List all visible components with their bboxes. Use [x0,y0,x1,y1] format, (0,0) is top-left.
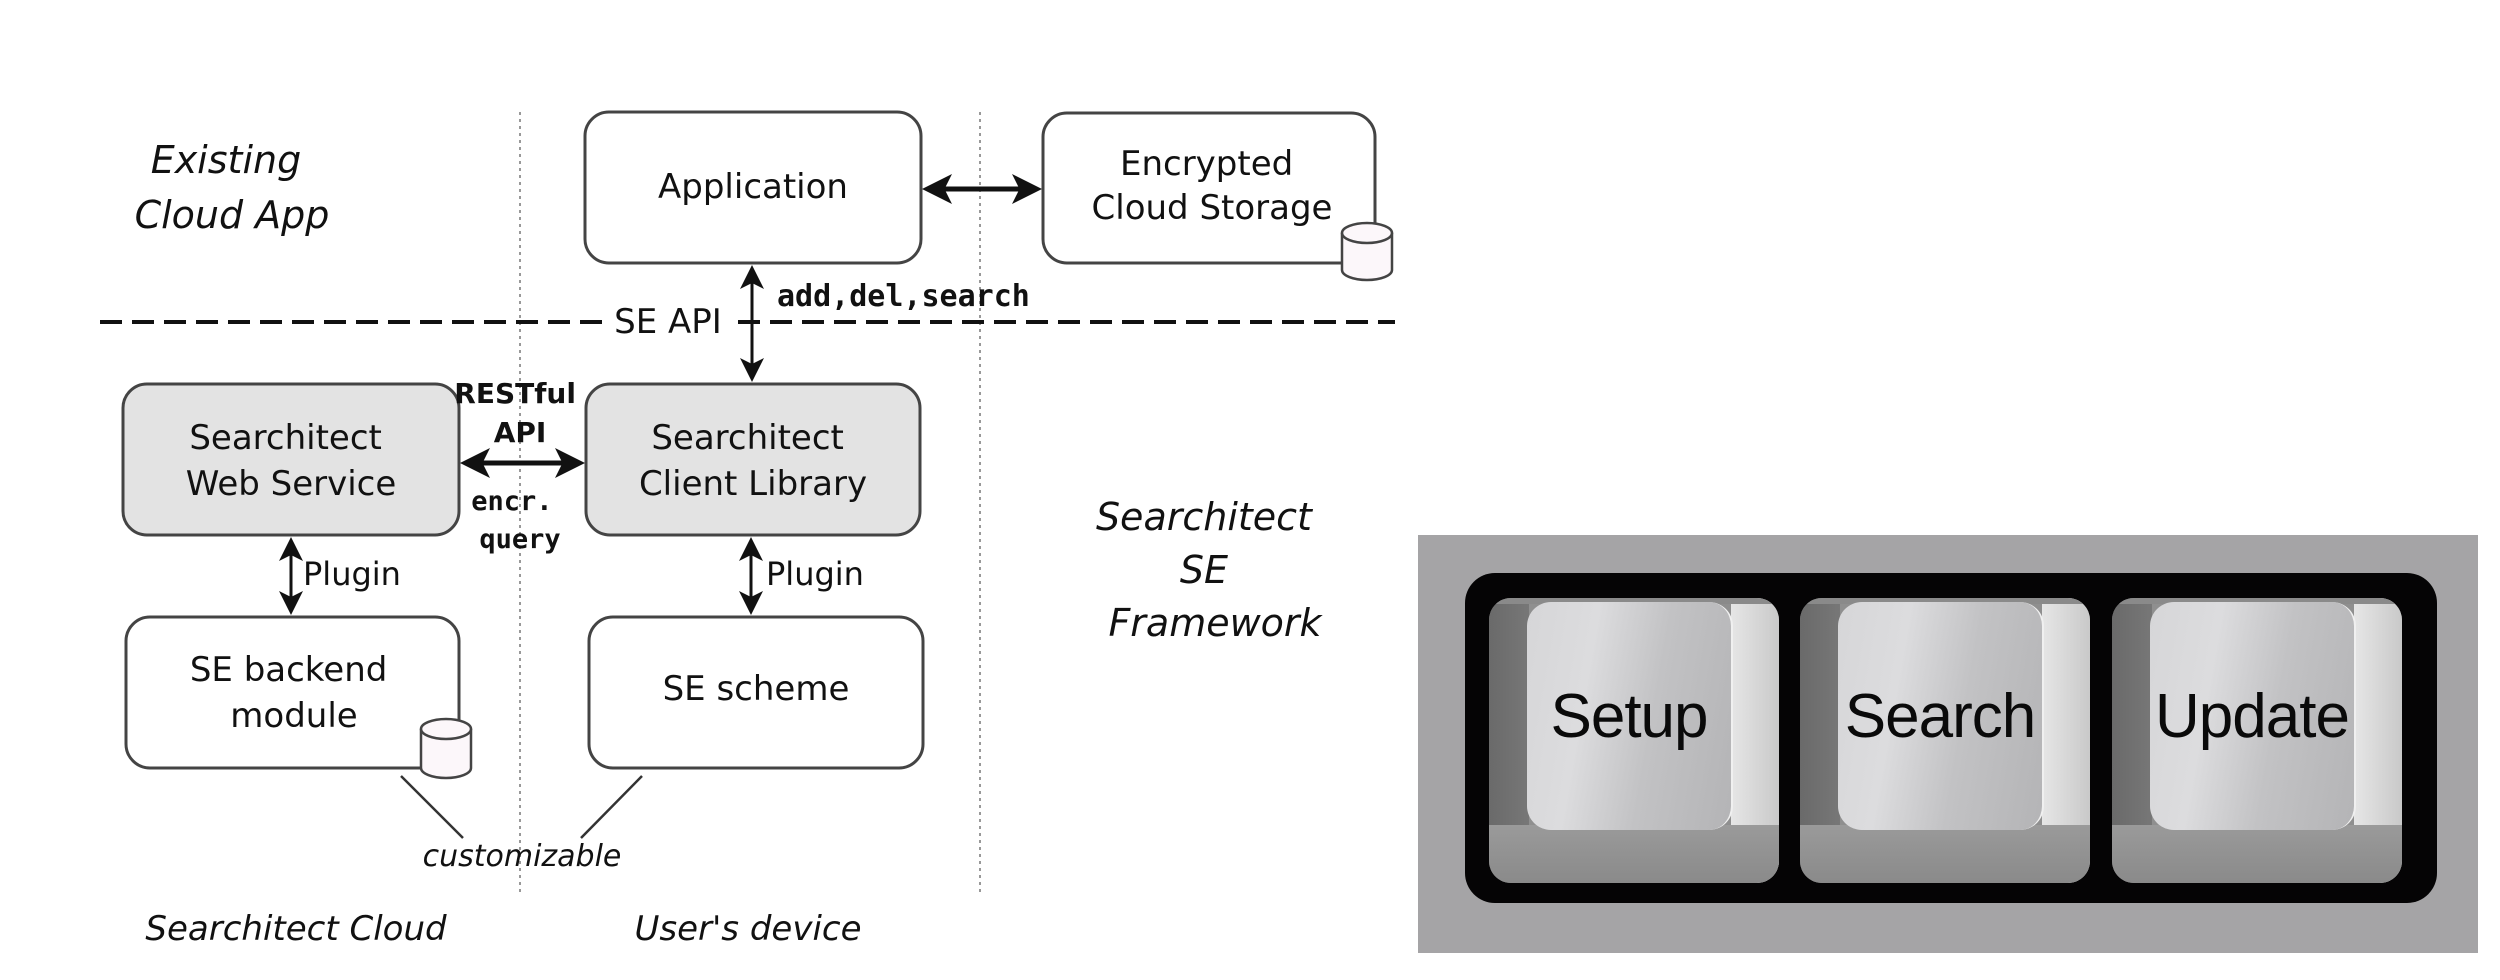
web-service-box: Searchitect Web Service [121,382,461,537]
encrypted-cloud-storage-box: Encrypted Cloud Storage [1041,111,1394,282]
plugin-right-label: Plugin [766,555,864,593]
encr-query-label: encr. query [471,486,569,555]
encrypted-cloud-storage-label: Encrypted Cloud Storage [1092,144,1333,228]
customizable-label: customizable [423,839,622,874]
key-label-setup: Setup [1550,681,1708,751]
application-label: Application [658,167,848,207]
region-users-device: User's device [634,909,861,949]
key-update: Update [2112,598,2402,883]
key-label-search: Search [1844,681,2036,751]
client-library-box: Searchitect Client Library [584,382,922,537]
customizable-line-left [400,775,464,839]
region-searchitect-cloud: Searchitect Cloud [145,909,447,949]
customizable-line-right [580,775,643,839]
key-setup: Setup [1489,598,1779,883]
restful-api-label: RESTful API [454,377,585,449]
client-library-label: Searchitect Client Library [639,418,867,504]
database-cylinder-icon [1340,221,1394,282]
key-label-update: Update [2155,681,2350,751]
region-searchitect-se-framework: Searchitect SE Framework [1096,495,1324,645]
searchitect-architecture-diagram: SE API Existing Cloud App Searchitect SE… [100,110,1395,949]
key-search: Search [1800,598,2090,883]
se-scheme-label: SE scheme [663,669,850,709]
se-api-label: SE API [614,302,722,342]
application-box: Application [583,110,923,265]
api-calls-label: add,del,search [777,279,1030,314]
se-scheme-box: SE scheme [587,615,925,770]
backend-module-label: SE backend module [190,650,398,736]
plugin-left-label: Plugin [303,555,401,593]
web-service-label: Searchitect Web Service [186,418,397,504]
keyboard-keys-image: Setup Search Update [1418,535,2478,953]
backend-module-box: SE backend module [124,615,473,780]
keys-frame: Setup Search Update [1465,573,2437,903]
database-cylinder-icon [419,717,473,780]
region-existing-cloud-app: Existing Cloud App [135,138,330,237]
